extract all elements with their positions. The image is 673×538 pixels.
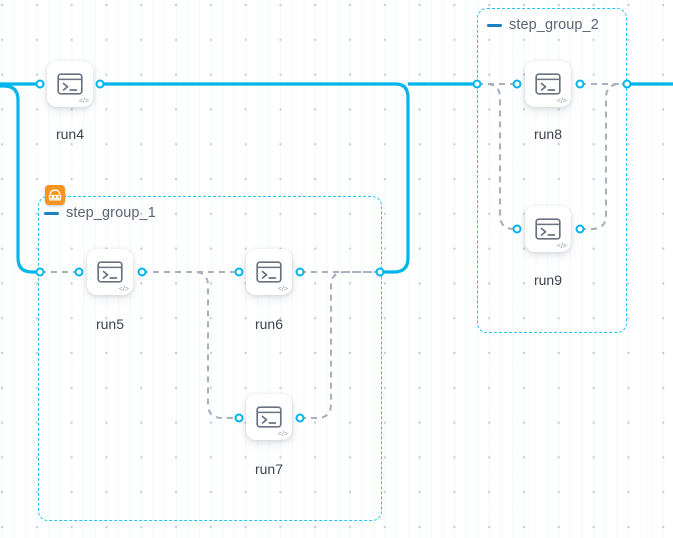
group-step_group_2[interactable] xyxy=(477,8,627,333)
terminal-icon xyxy=(256,261,282,283)
group-step_group_1[interactable] xyxy=(38,196,382,521)
node-label-run9: run9 xyxy=(533,272,563,288)
node-label-run6: run6 xyxy=(254,316,284,332)
node-run5[interactable]: </> xyxy=(87,249,133,295)
node-label-run8: run8 xyxy=(533,126,563,142)
node-label-run5: run5 xyxy=(95,316,125,332)
port-run4-in[interactable] xyxy=(35,79,45,89)
port-run5-in[interactable] xyxy=(74,267,84,277)
terminal-icon xyxy=(535,73,561,95)
port-run6-out[interactable] xyxy=(295,267,305,277)
group-label-step_group_2: step_group_2 xyxy=(487,17,599,33)
group-collapse-dash-icon[interactable] xyxy=(487,23,502,27)
port-group1-out[interactable] xyxy=(375,267,385,277)
port-group2-in[interactable] xyxy=(472,79,482,89)
node-run8[interactable]: </> xyxy=(525,61,571,107)
port-run7-out[interactable] xyxy=(295,413,305,423)
code-badge-icon: </> xyxy=(556,98,567,105)
terminal-icon xyxy=(535,218,561,240)
port-run6-in[interactable] xyxy=(234,267,244,277)
node-run4[interactable]: </> xyxy=(47,61,93,107)
workflow-group-icon xyxy=(45,185,65,205)
port-run8-in[interactable] xyxy=(512,79,522,89)
terminal-icon xyxy=(57,73,83,95)
terminal-icon xyxy=(256,406,282,428)
port-run9-in[interactable] xyxy=(512,224,522,234)
node-run7[interactable]: </> xyxy=(246,394,292,440)
port-run7-in[interactable] xyxy=(234,413,244,423)
port-run4-out[interactable] xyxy=(95,79,105,89)
code-badge-icon: </> xyxy=(277,431,288,438)
edge-canvas-left-to-group1-in xyxy=(0,84,40,274)
code-badge-icon: </> xyxy=(118,286,129,293)
group-collapse-dash-icon[interactable] xyxy=(44,211,59,215)
group-title: step_group_1 xyxy=(66,205,156,221)
code-badge-icon: </> xyxy=(277,286,288,293)
port-run8-out[interactable] xyxy=(575,79,585,89)
port-run9-out[interactable] xyxy=(575,224,585,234)
code-badge-icon: </> xyxy=(556,243,567,250)
node-run6[interactable]: </> xyxy=(246,249,292,295)
node-run9[interactable]: </> xyxy=(525,206,571,252)
port-group1-in[interactable] xyxy=(35,267,45,277)
group-label-step_group_1: step_group_1 xyxy=(44,205,156,221)
code-badge-icon: </> xyxy=(78,98,89,105)
port-group2-out[interactable] xyxy=(622,79,632,89)
node-label-run7: run7 xyxy=(254,461,284,477)
port-run5-out[interactable] xyxy=(137,267,147,277)
group-title: step_group_2 xyxy=(509,17,599,33)
node-label-run4: run4 xyxy=(55,126,85,142)
terminal-icon xyxy=(97,261,123,283)
